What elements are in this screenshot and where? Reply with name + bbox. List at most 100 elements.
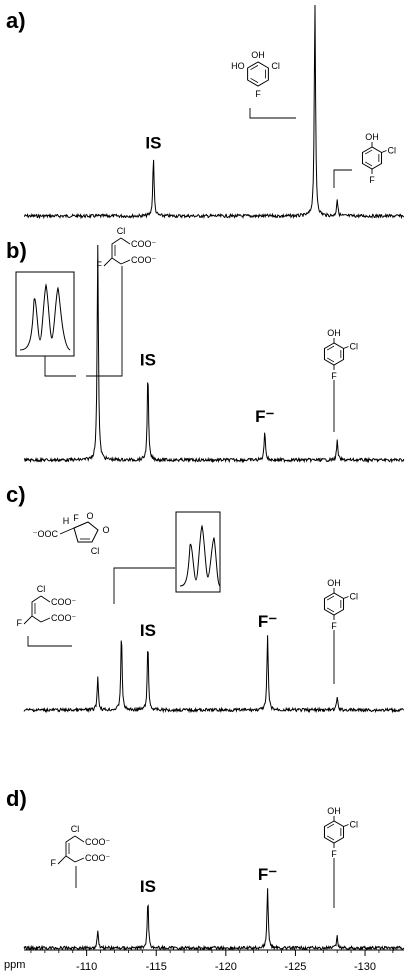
atom-label: COO⁻ bbox=[85, 837, 111, 847]
axis-unit-label: ppm bbox=[4, 959, 25, 971]
lactone-ring bbox=[73, 521, 99, 543]
double-bond bbox=[326, 345, 335, 351]
spectrum-trace bbox=[23, 635, 405, 714]
peak-label: IS bbox=[140, 351, 156, 370]
double-bond bbox=[326, 835, 335, 841]
atom-label: Cl bbox=[388, 146, 397, 156]
atom-label: Cl bbox=[117, 226, 126, 236]
atom-label: F bbox=[73, 513, 79, 523]
atom-label: COO⁻ bbox=[51, 597, 77, 607]
tick-label: -125 bbox=[284, 961, 306, 973]
double-bond bbox=[250, 77, 259, 83]
atom-label: F bbox=[97, 260, 103, 270]
atom-label: Cl bbox=[37, 584, 46, 594]
atom-label: F bbox=[255, 89, 261, 99]
bond bbox=[120, 237, 131, 245]
panel-label: a) bbox=[6, 8, 26, 33]
inset-multiplet bbox=[175, 511, 221, 593]
structure-connector bbox=[249, 108, 296, 119]
double-bond bbox=[250, 65, 259, 71]
atom-label: F bbox=[331, 849, 337, 859]
bond bbox=[74, 857, 85, 863]
bond bbox=[59, 527, 75, 535]
diene-bond bbox=[103, 237, 122, 267]
double-bond bbox=[364, 149, 373, 155]
spectrum-trace bbox=[23, 888, 405, 952]
peak-label: F⁻ bbox=[255, 407, 274, 426]
bond bbox=[65, 855, 76, 863]
inset-connector bbox=[44, 356, 76, 377]
atom-label: OH bbox=[327, 806, 341, 816]
ppm-axis: -110-115-120-125-130 ppm bbox=[4, 949, 404, 973]
structure-connector bbox=[27, 636, 72, 647]
atom-label: Cl bbox=[91, 546, 100, 556]
diene-bond bbox=[23, 595, 42, 625]
atom-label: COO⁻ bbox=[51, 613, 77, 623]
atom-label: OH bbox=[251, 50, 265, 60]
atom-label: HO bbox=[231, 61, 245, 71]
atom-label: COO⁻ bbox=[85, 853, 111, 863]
double-bond bbox=[326, 357, 335, 363]
atom-label: H bbox=[63, 516, 70, 526]
bond bbox=[120, 259, 131, 265]
axis-ticks: -110-115-120-125-130 bbox=[30, 950, 394, 973]
atom-label: O bbox=[102, 525, 109, 535]
atom-label: F bbox=[17, 618, 23, 628]
peak-label: IS bbox=[145, 134, 161, 153]
inset-trace bbox=[19, 283, 71, 351]
atom-label: OH bbox=[365, 132, 379, 142]
inset-trace bbox=[179, 524, 221, 587]
tick-label: -110 bbox=[76, 961, 97, 973]
bond bbox=[343, 824, 349, 827]
bond bbox=[343, 596, 349, 599]
bond bbox=[40, 595, 51, 603]
structure-connector bbox=[113, 567, 175, 604]
inset-box bbox=[15, 271, 75, 357]
atom-label: COO⁻ bbox=[131, 239, 157, 249]
structure-connector bbox=[333, 169, 352, 188]
double-bond bbox=[326, 607, 335, 613]
atom-label: ⁻OOC bbox=[33, 529, 59, 539]
peak-label: F⁻ bbox=[258, 865, 277, 884]
inset-box bbox=[175, 511, 221, 593]
atom-label: COO⁻ bbox=[131, 255, 157, 265]
atom-label: F bbox=[331, 621, 337, 631]
peak-label: IS bbox=[140, 877, 156, 896]
structure-connector bbox=[86, 266, 123, 377]
benzene-ring bbox=[247, 61, 269, 87]
double-bond bbox=[326, 823, 335, 829]
atom-label: F bbox=[331, 371, 337, 381]
peak-label: F⁻ bbox=[258, 612, 277, 631]
atom-label: Cl bbox=[350, 592, 359, 602]
bond bbox=[381, 150, 387, 153]
atom-label: Cl bbox=[350, 342, 359, 352]
atom-label: Cl bbox=[350, 820, 359, 830]
tick-label: -120 bbox=[215, 961, 237, 973]
panel-label: c) bbox=[6, 482, 26, 507]
atom-label: OH bbox=[327, 578, 341, 588]
peak-label: IS bbox=[140, 621, 156, 640]
bond bbox=[111, 257, 122, 265]
diene-bond bbox=[57, 835, 76, 865]
atom-label: OH bbox=[327, 328, 341, 338]
double-bond bbox=[364, 161, 373, 167]
bond bbox=[74, 835, 85, 843]
panel-label: b) bbox=[6, 238, 27, 263]
tick-label: -115 bbox=[146, 961, 167, 973]
spectrum-trace bbox=[23, 244, 405, 464]
panel-label: d) bbox=[6, 786, 27, 811]
bond bbox=[343, 346, 349, 349]
spectrum-trace bbox=[23, 4, 405, 220]
atom-label: Cl bbox=[71, 824, 80, 834]
atom-label: O bbox=[86, 511, 93, 521]
inset-multiplet bbox=[15, 271, 75, 357]
bond bbox=[40, 617, 51, 623]
atom-label: Cl bbox=[271, 61, 280, 71]
double-bond bbox=[326, 595, 335, 601]
bond bbox=[31, 615, 42, 623]
